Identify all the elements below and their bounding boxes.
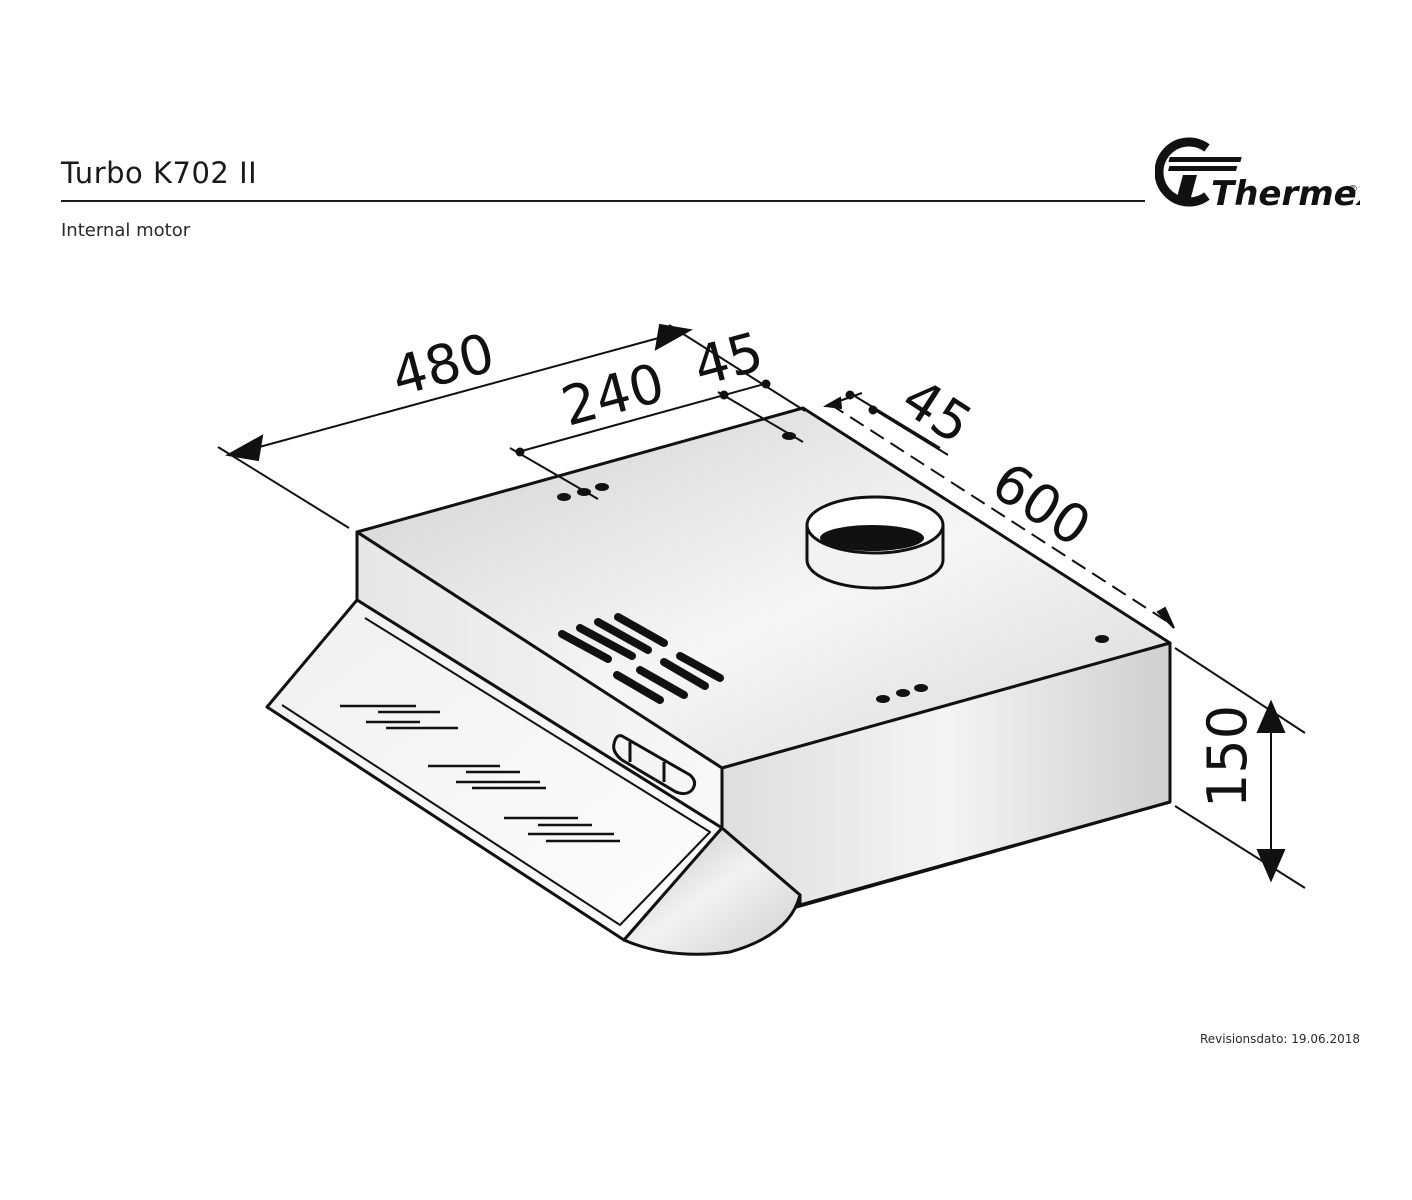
page-subtitle: Internal motor	[61, 220, 191, 241]
extension-lines	[217, 324, 1306, 889]
logo-c-mark	[1155, 137, 1210, 207]
logo-brand-text: Thermex	[1211, 174, 1360, 214]
control-switch	[612, 734, 697, 796]
hood-bottom-edge	[799, 800, 1171, 907]
mounting-holes	[557, 432, 1109, 703]
dim-45-side-label: 45	[891, 366, 983, 456]
logo-bar-2	[1168, 166, 1238, 171]
dim-150-line	[1256, 699, 1286, 883]
dim-240-line	[515, 379, 771, 457]
exhaust-collar	[805, 495, 945, 590]
dim-480-line	[225, 323, 693, 462]
visor-filter-slats	[340, 704, 620, 843]
page-title: Turbo K702 II	[61, 156, 258, 190]
revision-date: Revisionsdato: 19.06.2018	[1200, 1032, 1360, 1046]
thermex-logo: Thermex ®	[1155, 137, 1360, 214]
logo-registered-mark: ®	[1348, 184, 1358, 195]
logo-bar-1	[1168, 157, 1242, 162]
logo-bar-3	[1176, 175, 1197, 199]
title-divider	[61, 200, 1145, 202]
visor-panel	[265, 598, 802, 956]
vent-slots	[558, 613, 724, 704]
dim-150-label: 150	[1196, 705, 1259, 808]
dim-600-line	[829, 403, 1175, 629]
dim-240-label: 240	[555, 351, 671, 439]
dim-45-side-line	[822, 390, 949, 456]
visor-handle	[622, 826, 802, 956]
dim-480-label: 480	[385, 321, 501, 409]
